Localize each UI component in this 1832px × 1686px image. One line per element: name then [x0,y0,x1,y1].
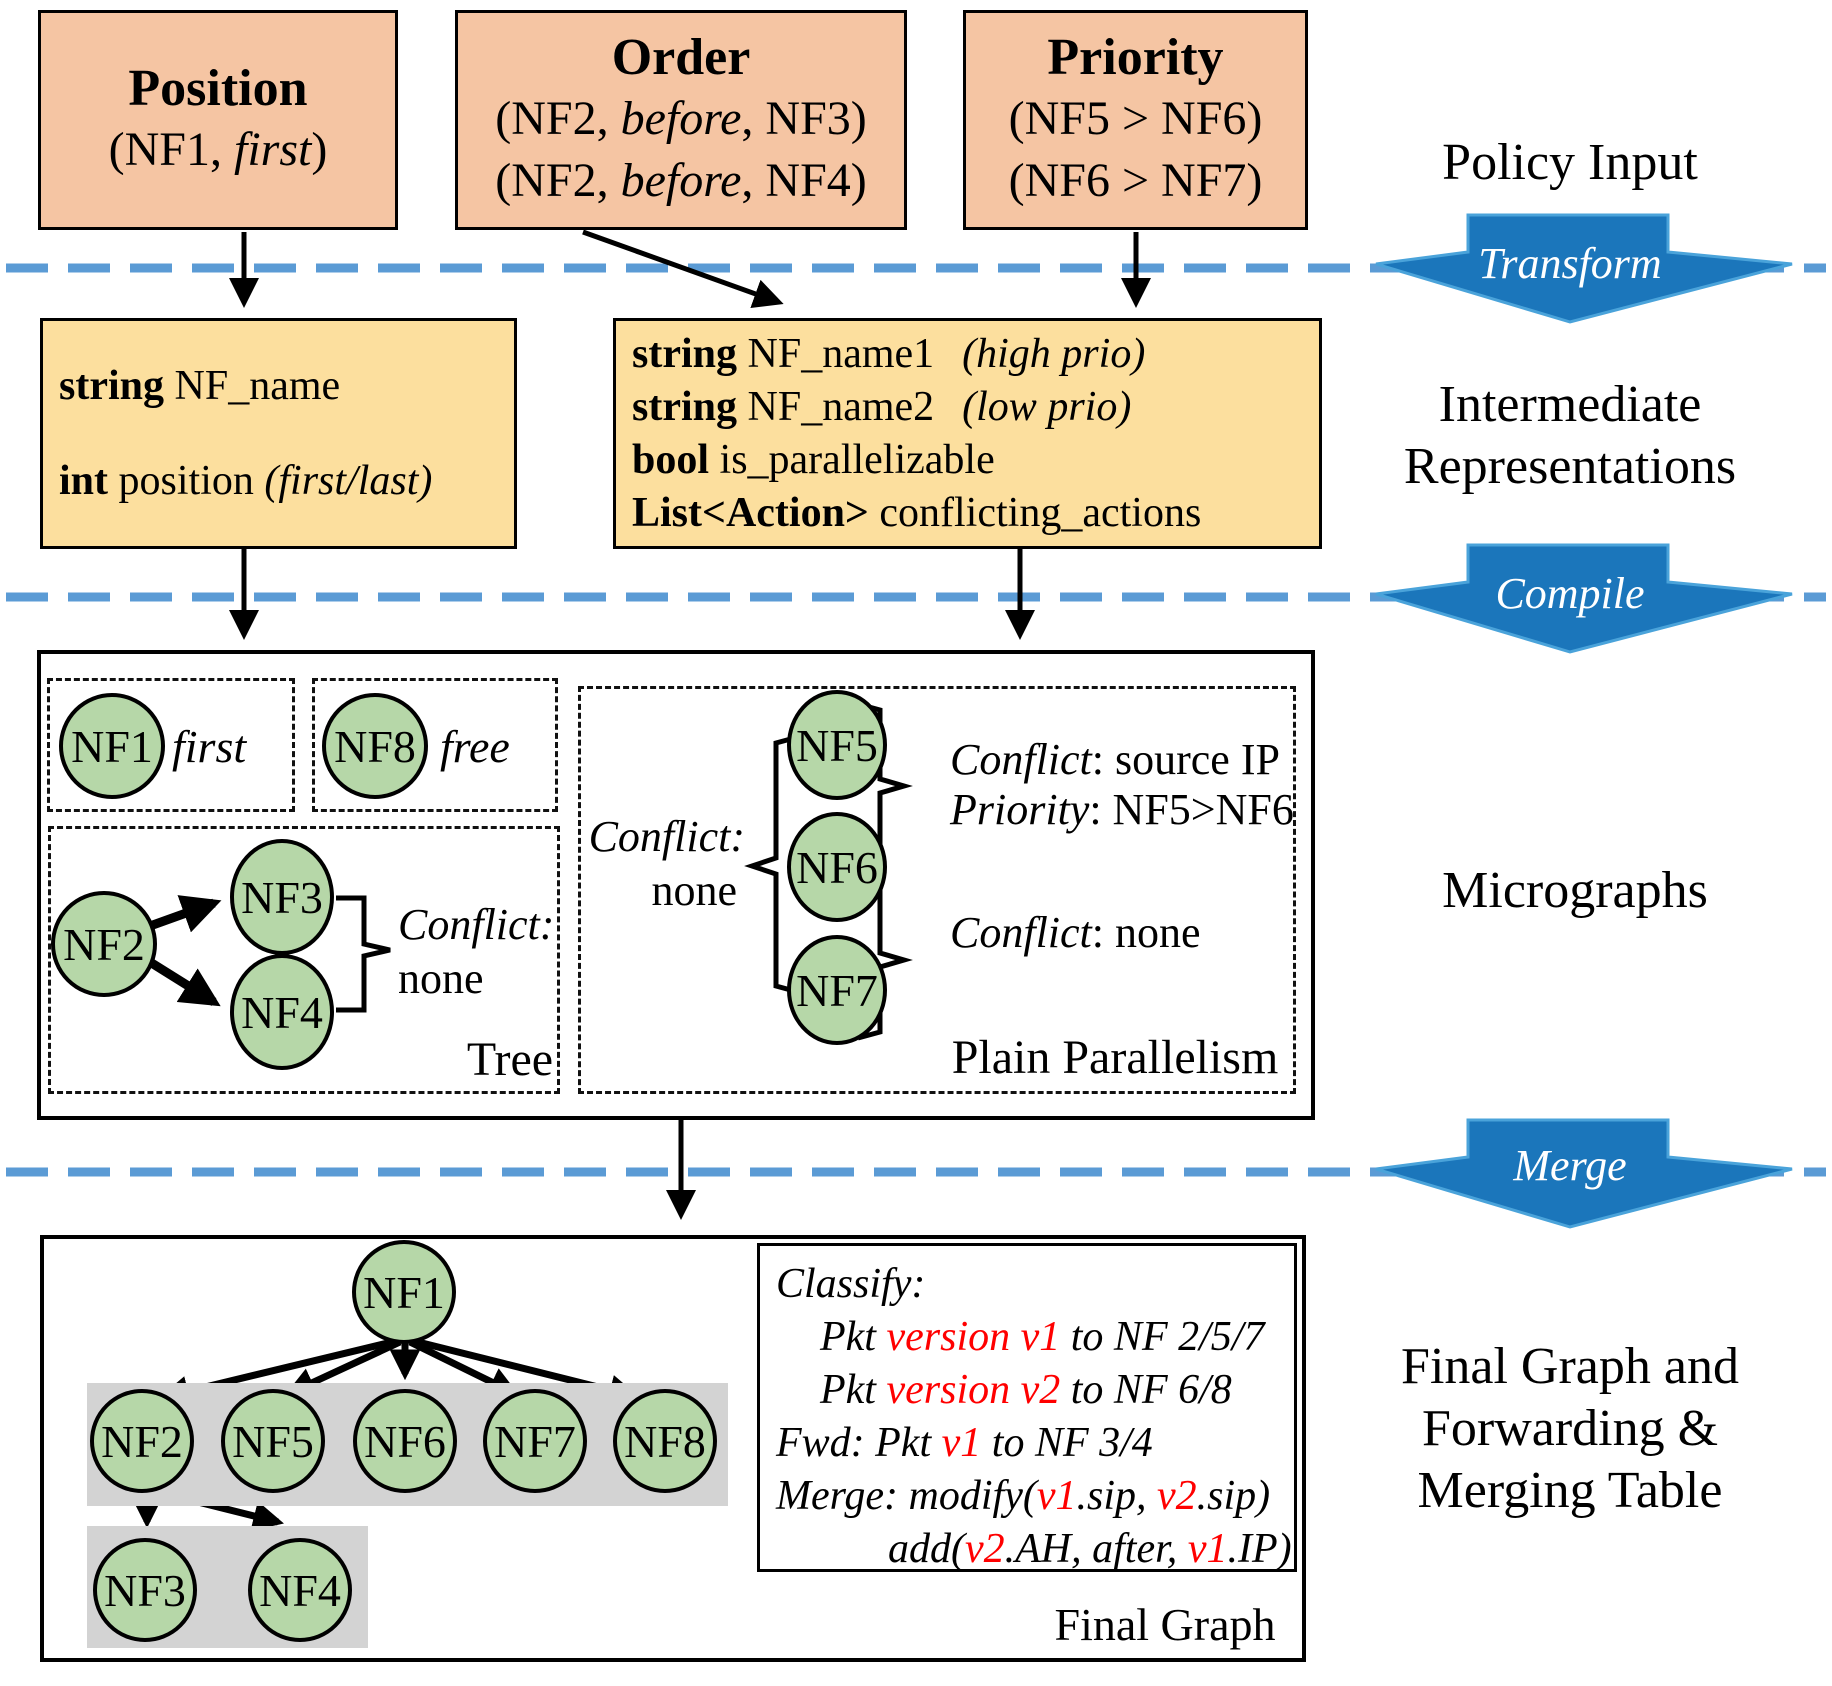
ir-box-position: string NF_name int position (first/last) [40,318,517,549]
classify-line-4: Fwd: Pkt v1 to NF 3/4 [776,1420,1153,1466]
pp-left-conflict-text: Conflict: none [588,812,745,915]
stage-label-intermediate-line2: Representations [1403,438,1737,495]
order-rule-2: (NF2, before, NF4) [495,154,867,207]
transform-arrow-label: Transform [1478,239,1662,288]
final-node-nf8: NF8 [613,1389,717,1493]
ir-parallel-line-4: List<Action> conflicting_actions [632,489,1202,536]
order-title: Order [611,29,751,86]
forwarding-merging-table: Classify: Pkt version v1 to NF 2/5/7 Pkt… [757,1243,1297,1572]
arrow-order-to-ir [582,229,784,309]
ir-box-parallel: string NF_name1(high prio) string NF_nam… [613,318,1322,549]
ir-position-line-1: string NF_name [59,362,341,409]
final-graph-panel [40,1235,1306,1662]
final-node-nf7: NF7 [483,1389,587,1493]
stage-label-final-line3: Merging Table [1417,1462,1723,1519]
final-node-nf2: NF2 [90,1389,194,1493]
ir-parallel-line-2: string NF_name2(low prio) [632,383,1132,430]
ir-position-line-2: int position (first/last) [59,457,433,504]
final-node-nf5: NF5 [221,1389,325,1493]
stage-label-final-line1: Final Graph and [1401,1338,1739,1395]
micro-node-nf6: NF6 [787,812,887,922]
pp-left-brace [744,734,799,995]
micro-nf1-tag: first [172,721,247,772]
tree-label: Tree [466,1033,554,1086]
micrograph-box-first [47,678,295,812]
arrow-nf2-nf3-micro [148,895,222,933]
position-rule: (NF1, first) [108,123,328,176]
priority-title: Priority [1047,29,1224,86]
stage-label-final: Final Graph and Forwarding & Merging Tab… [1330,1336,1810,1522]
micro-node-nf5: NF5 [787,690,887,800]
final-graph-label: Final Graph [1054,1599,1276,1650]
micro-nf8-tag: free [440,721,510,772]
ir-parallel-line-1: string NF_name1(high prio) [632,330,1146,377]
micro-node-nf8: NF8 [322,693,428,799]
transform-arrow-shape [1375,213,1793,324]
policy-box-order: Order (NF2, before, NF3) (NF2, before, N… [455,10,907,230]
micrograph-box-free [312,678,558,812]
policy-box-priority: Priority (NF5 > NF6) (NF6 > NF7) [963,10,1308,230]
final-node-nf1: NF1 [352,1240,456,1344]
micro-node-nf1: NF1 [59,693,165,799]
micrograph-box-plain-parallelism [578,686,1296,1094]
micro-node-nf3: NF3 [230,839,334,955]
plain-parallelism-label: Plain Parallelism [951,1031,1279,1084]
final-node-nf4: NF4 [248,1538,352,1642]
micro-node-nf7: NF7 [787,935,887,1045]
priority-rule-2: (NF6 > NF7) [1008,154,1263,207]
classify-line-3: Pkt version v2 to NF 6/8 [820,1367,1232,1413]
merge-arrow-label: Merge [1513,1141,1627,1190]
priority-rule-1: (NF5 > NF6) [1008,92,1263,145]
pp-nf5-nf6-conflict-text: Conflict: source IP Priority: NF5>NF6 [950,735,1294,834]
tree-conflict-bracket [336,895,391,1013]
compile-arrow-shape [1375,543,1793,654]
final-node-nf6: NF6 [353,1389,457,1493]
micro-node-nf2: NF2 [51,891,157,997]
order-rule-1: (NF2, before, NF3) [495,92,867,145]
ir-parallel-line-3: bool is_parallelizable [632,436,995,483]
stage-label-intermediate-line1: Intermediate [1438,376,1702,433]
compile-arrow-label: Compile [1495,569,1645,618]
classify-line-2: Pkt version v1 to NF 2/5/7 [820,1314,1265,1360]
stage-label-micrographs: Micrographs [1442,862,1708,919]
classify-line-1: Classify: [776,1261,926,1307]
position-title: Position [128,60,308,117]
micrographs-panel [37,650,1315,1120]
arrow-nf2-nf4-micro [147,958,221,1007]
policy-box-position: Position (NF1, first) [38,10,398,230]
classify-line-6: add(v2.AH, after, v1.IP) [888,1526,1292,1572]
final-node-nf3: NF3 [93,1538,197,1642]
micro-node-nf4: NF4 [230,954,334,1070]
stage-label-final-line2: Forwarding & [1421,1400,1719,1457]
stage-label-intermediate: Intermediate Representations [1330,374,1810,498]
classify-line-5: Merge: modify(v1.sip, v2.sip) [776,1473,1271,1519]
merge-arrow-shape [1375,1118,1793,1229]
stage-label-policy-input: Policy Input [1442,134,1698,191]
tree-conflict-text: Conflict: none [398,900,555,1003]
micrograph-box-tree [48,826,560,1094]
pp-nf6-nf7-conflict-text: Conflict: none [950,908,1201,957]
